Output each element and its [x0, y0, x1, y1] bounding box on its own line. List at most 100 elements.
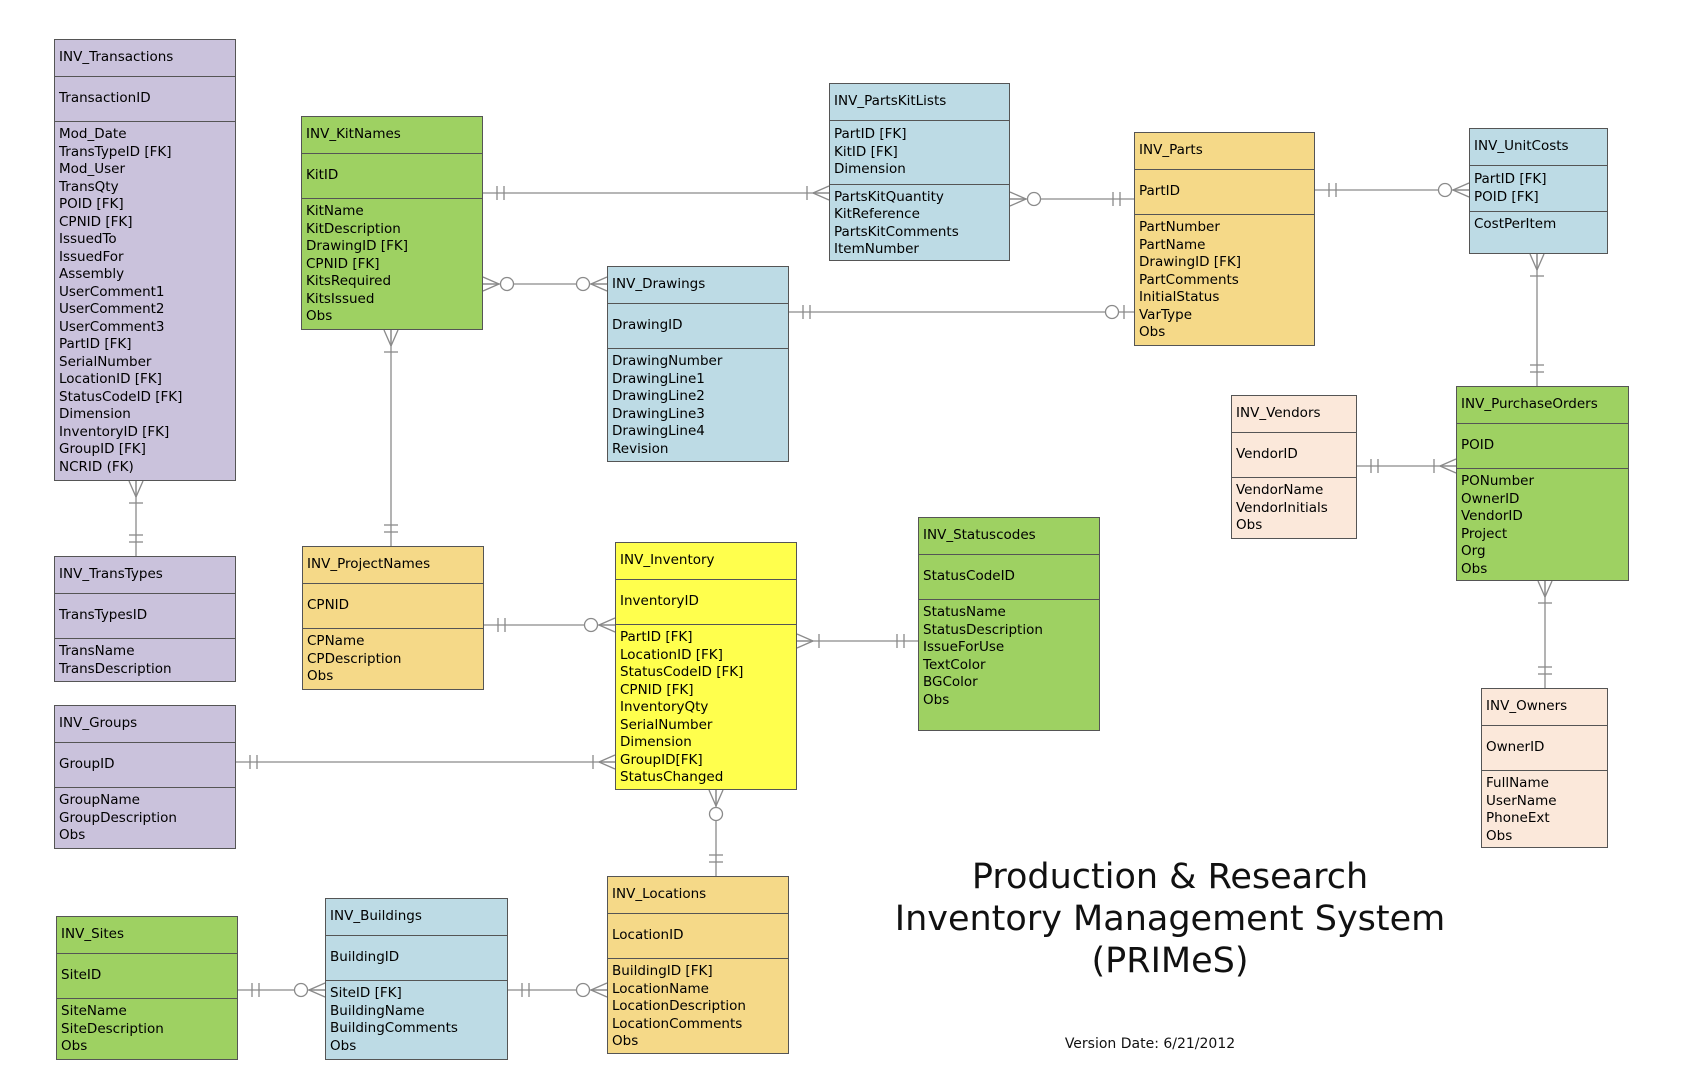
crows-foot — [590, 989, 608, 998]
attribute-field: GroupID [FK] — [59, 441, 146, 457]
attribute-field: Obs — [1486, 827, 1513, 844]
key-field: SiteID — [61, 967, 102, 984]
crows-foot — [590, 982, 608, 991]
primary-key-section: InventoryID — [616, 579, 796, 624]
cardinality-circle — [575, 982, 591, 998]
diagram-title: Production & Research Inventory Manageme… — [880, 856, 1460, 982]
cardinality-circle — [1026, 191, 1042, 207]
attribute-field: ItemNumber — [834, 241, 919, 257]
attribute-field: CPName — [307, 633, 365, 649]
attribute-field: InventoryID [FK] — [59, 423, 170, 440]
crows-foot — [1439, 458, 1457, 467]
crows-foot — [590, 276, 608, 285]
primary-key-section: DrawingID — [608, 303, 788, 348]
attribute-field: InventoryQty — [620, 699, 709, 715]
table-name: INV_Vendors — [1236, 405, 1321, 422]
table-header: INV_Statuscodes — [919, 518, 1099, 554]
attribute-field: SiteDescription — [61, 1020, 164, 1037]
crows-foot — [390, 329, 399, 347]
crows-foot — [590, 283, 608, 292]
primary-key-section: KitID — [302, 153, 482, 198]
primary-key-section: PartID — [1135, 169, 1314, 214]
attribute-field: Obs — [59, 827, 86, 843]
primary-key-section: SiteID — [57, 953, 237, 998]
primary-key-section: StatusCodeID — [919, 554, 1099, 599]
attribute-field: Obs — [306, 308, 333, 324]
attribute-field: StatusName — [923, 604, 1006, 620]
table-name: INV_Buildings — [330, 908, 422, 925]
attribute-field: Obs — [307, 668, 334, 684]
cardinality-circle — [1437, 182, 1453, 198]
key-field: DrawingID — [612, 317, 683, 334]
attribute-field: DrawingLine3 — [612, 405, 705, 422]
attribute-field: StatusDescription — [923, 621, 1043, 638]
table-header: INV_Sites — [57, 917, 237, 953]
attribute-field: DrawingLine1 — [612, 370, 705, 387]
table-header: INV_KitNames — [302, 117, 482, 153]
crows-foot — [598, 761, 616, 770]
key-field: BuildingID — [330, 949, 400, 966]
primary-key-section: POID — [1457, 423, 1628, 468]
attribute-field: NCRID (FK) — [59, 458, 134, 475]
table-header: INV_Buildings — [326, 899, 507, 935]
attribute-field: Obs — [61, 1038, 88, 1054]
attribute-field: StatusChanged — [620, 769, 724, 785]
primary-key-section: CPNID — [303, 583, 483, 628]
title-line-3: (PRIMeS) — [1091, 941, 1249, 981]
attribute-field: POID [FK] — [59, 196, 124, 212]
primary-key-section: PartID [FK]KitID [FK]Dimension — [830, 120, 1009, 184]
attribute-field: FullName — [1486, 775, 1549, 791]
attribute-field: GroupName — [59, 792, 140, 808]
key-field: PartID — [1139, 183, 1181, 200]
table-header: INV_PurchaseOrders — [1457, 387, 1628, 423]
attribute-field: VendorName — [1236, 482, 1324, 498]
attribute-field: PartID [FK] — [59, 336, 132, 352]
table-name: INV_TransTypes — [59, 566, 163, 583]
cardinality-circle — [575, 276, 591, 292]
attribute-field: TextColor — [923, 656, 986, 673]
crows-foot — [1537, 580, 1546, 598]
crows-foot — [482, 276, 500, 285]
table-name: INV_Inventory — [620, 552, 715, 569]
attribute-field: LocationID [FK] — [59, 371, 162, 387]
attribute-field: IssuedFor — [59, 248, 124, 265]
crows-foot — [383, 329, 392, 347]
attribute-field: BGColor — [923, 674, 978, 690]
cardinality-circle — [293, 982, 309, 998]
key-field: TransTypesID — [59, 607, 148, 624]
attribute-section: PartID [FK]LocationID [FK]StatusCodeID [… — [616, 624, 796, 787]
key-field: KitID — [306, 167, 339, 184]
attribute-field: DrawingLine2 — [612, 388, 705, 404]
key-field: InventoryID — [620, 593, 699, 610]
attribute-field: InitialStatus — [1139, 289, 1220, 305]
attribute-field: SiteName — [61, 1003, 127, 1019]
crows-foot — [1439, 465, 1457, 474]
attribute-field: PartsKitComments — [834, 223, 959, 240]
crows-foot — [598, 754, 616, 763]
key-field: TransactionID — [59, 90, 151, 107]
attribute-field: CPNID [FK] — [306, 255, 380, 272]
attribute-field: PartID [FK] — [620, 629, 693, 645]
